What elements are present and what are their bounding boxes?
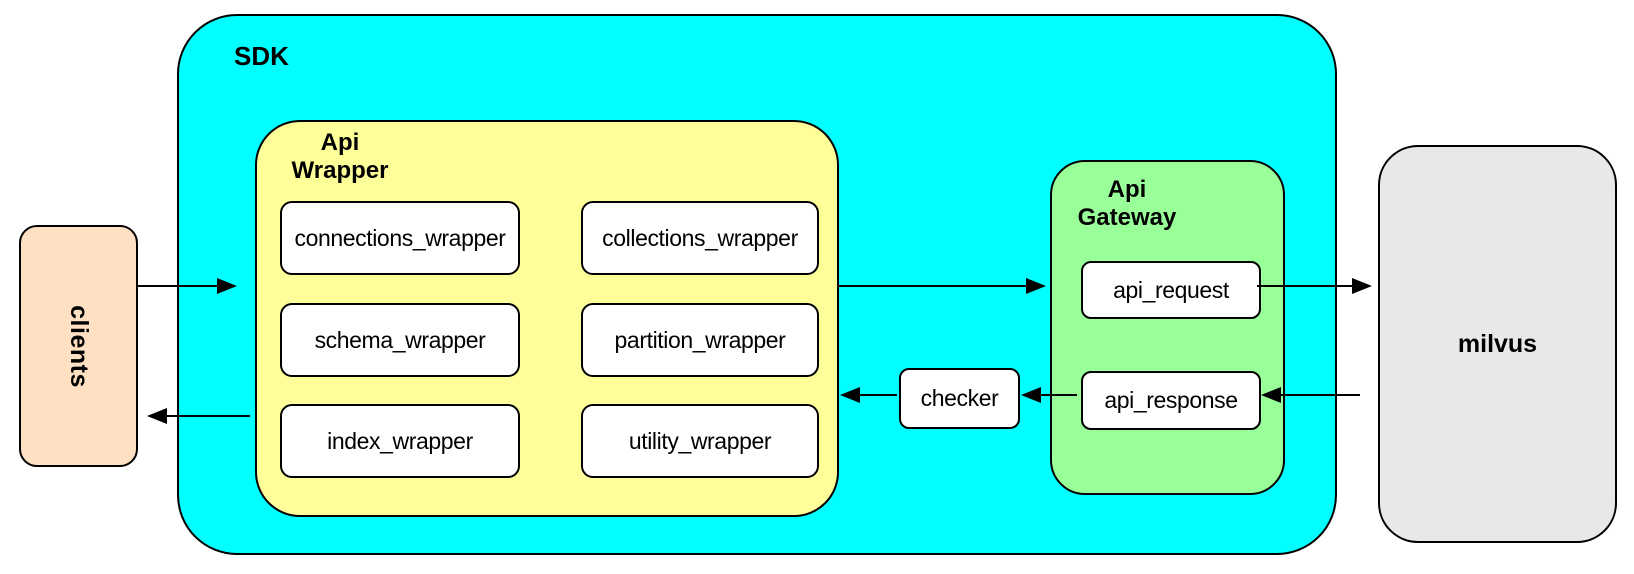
arrow-wrapper-to-gateway: [838, 278, 1046, 294]
arrowhead-left-icon: [840, 387, 860, 403]
wrapper-box-partition: partition_wrapper: [581, 303, 819, 377]
wrapper-box-utility: utility_wrapper: [581, 404, 819, 478]
clients-label: clients: [64, 304, 93, 388]
milvus-node: milvus: [1378, 145, 1617, 543]
arrow-shaft: [838, 285, 1032, 287]
wrapper-box-index: index_wrapper: [280, 404, 520, 478]
arrow-shaft: [161, 415, 250, 417]
arrow-shaft: [1275, 394, 1360, 396]
api-request-box: api_request: [1081, 261, 1261, 319]
arrow-shaft: [1035, 394, 1077, 396]
wrapper-box-connections: connections_wrapper: [280, 201, 520, 275]
milvus-label: milvus: [1457, 329, 1538, 358]
arrowhead-left-icon: [1261, 387, 1281, 403]
arrow-sdk-to-clients: [147, 408, 250, 424]
arrow-shaft: [854, 394, 897, 396]
wrapper-box-collections: collections_wrapper: [581, 201, 819, 275]
arrow-shaft: [1257, 285, 1358, 287]
arrowhead-right-icon: [1026, 278, 1046, 294]
arrow-checker-to-wrapper: [840, 387, 897, 403]
checker-box: checker: [899, 368, 1020, 429]
arrow-response-to-checker: [1021, 387, 1077, 403]
sdk-label: SDK: [234, 41, 289, 71]
arrowhead-left-icon: [147, 408, 167, 424]
arrowhead-left-icon: [1021, 387, 1041, 403]
api-response-box: api_response: [1081, 371, 1261, 430]
arrow-request-to-milvus: [1257, 278, 1372, 294]
arrow-milvus-to-response: [1261, 387, 1360, 403]
api-wrapper-label: Api Wrapper: [291, 129, 389, 184]
arrow-clients-to-sdk: [138, 278, 237, 294]
api-wrapper-container: Api Wrapper connections_wrapper collecti…: [255, 120, 839, 517]
wrapper-box-schema: schema_wrapper: [280, 303, 520, 377]
arrowhead-right-icon: [1352, 278, 1372, 294]
arrowhead-right-icon: [217, 278, 237, 294]
arrow-shaft: [138, 285, 223, 287]
sdk-container: SDK Api Wrapper connections_wrapper coll…: [177, 14, 1337, 555]
api-gateway-container: Api Gateway api_request api_response: [1050, 160, 1285, 495]
api-gateway-label: Api Gateway: [1077, 176, 1177, 231]
clients-node: clients: [19, 225, 138, 467]
